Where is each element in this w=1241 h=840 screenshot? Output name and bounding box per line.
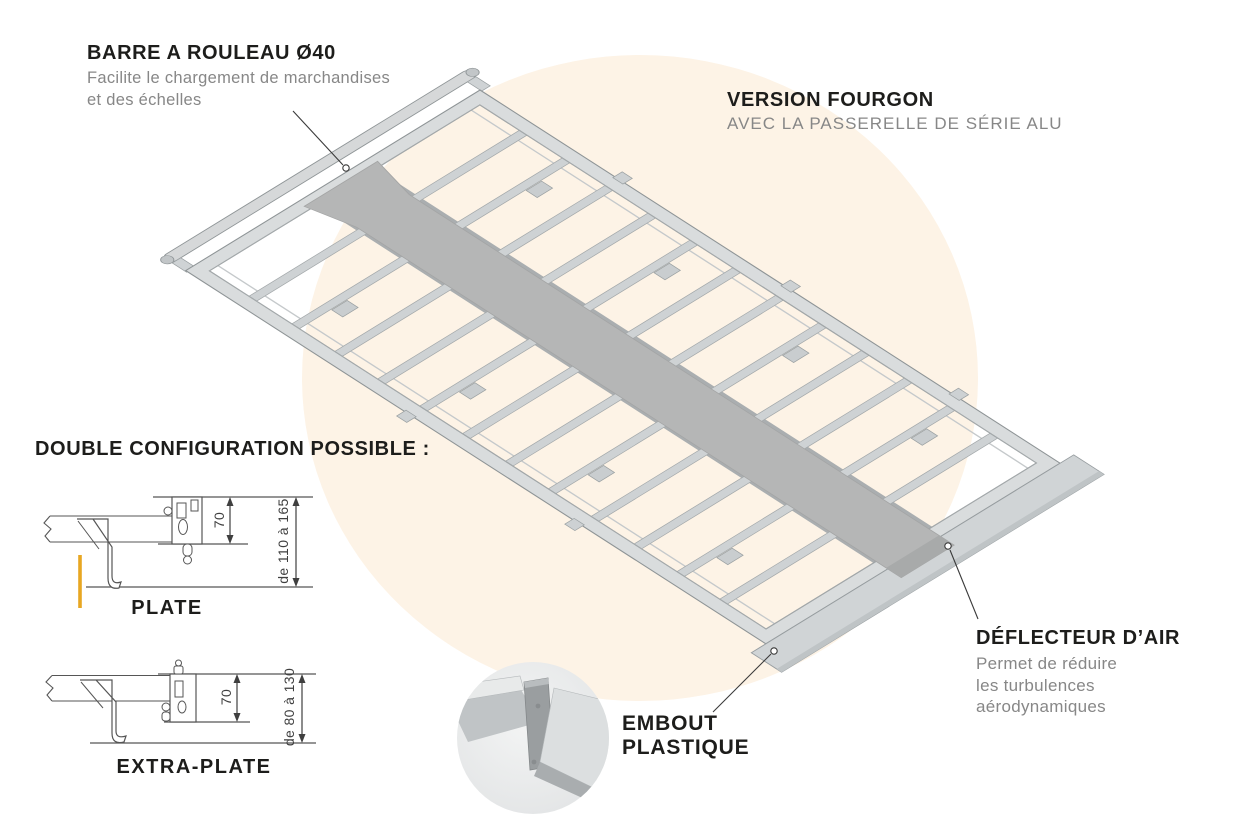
double-configuration-heading: DOUBLE CONFIGURATION POSSIBLE : xyxy=(35,438,430,460)
version-annotation: VERSION FOURGON AVEC LA PASSERELLE DE SÉ… xyxy=(727,89,1063,134)
deflecteur-desc-line3: aérodynamiques xyxy=(976,697,1106,716)
deflecteur-annotation: DÉFLECTEUR D’AIR Permet de réduire les t… xyxy=(976,627,1180,718)
rail-lip xyxy=(470,109,1029,469)
plate-dim-range-label: de 110 à 165 xyxy=(275,498,291,584)
extra-plate-dimensions xyxy=(233,674,306,743)
roller-bar-title: BARRE A ROULEAU Ø40 xyxy=(87,42,336,64)
walkway-end-plate xyxy=(886,535,955,578)
inset-detail-circle xyxy=(457,662,609,814)
leader-line-embout xyxy=(712,653,772,713)
embout-annotation: EMBOUT PLASTIQUE xyxy=(622,712,749,760)
marker-circle-roller xyxy=(342,164,350,172)
marker-circle-deflector xyxy=(944,542,952,550)
version-subtitle: AVEC LA PASSERELLE DE SÉRIE ALU xyxy=(727,114,1063,133)
rail-lip xyxy=(217,265,776,625)
leader-lines xyxy=(292,110,979,713)
stringer xyxy=(316,202,878,563)
deflecteur-desc-line2: les turbulences xyxy=(976,675,1095,695)
extra-plate-dim-height-label: 70 xyxy=(218,688,234,706)
leader-line-deflector xyxy=(949,549,979,620)
rail-tabs xyxy=(395,171,970,532)
roller-mount xyxy=(466,76,491,92)
roller-end-cap xyxy=(465,67,480,77)
inset-screw xyxy=(531,759,537,765)
roller-bar-annotation: BARRE A ROULEAU Ø40 Facilite le chargeme… xyxy=(87,42,390,111)
embout-line2: PLASTIQUE xyxy=(622,736,750,759)
roller-end-cap xyxy=(160,255,175,265)
deflecteur-title: DÉFLECTEUR D’AIR xyxy=(976,627,1181,649)
roof-rack-illustration xyxy=(160,67,1105,673)
inset-left-bar-side xyxy=(457,688,540,742)
deflecteur-desc-line1: Permet de réduire xyxy=(976,654,1118,673)
version-title: VERSION FOURGON xyxy=(727,89,934,111)
roller-bar-desc-line1: Facilite le chargement de marchandises xyxy=(87,69,391,87)
plate-diagram xyxy=(43,496,313,608)
fixation-brackets xyxy=(331,180,939,566)
deflector-edge xyxy=(776,471,1104,673)
stringer xyxy=(371,168,933,530)
plate-label: PLATE xyxy=(131,597,203,619)
roller-bar-desc-line2: et des échelles xyxy=(87,90,202,109)
plate-dim-height-label: 70 xyxy=(211,511,227,529)
extra-plate-dim-range-label: de 80 à 130 xyxy=(281,667,297,747)
embout-line1: EMBOUT xyxy=(622,712,718,735)
leader-line-roller xyxy=(292,110,344,166)
extra-plate-diagram xyxy=(45,659,316,744)
inset-cap-highlight xyxy=(524,678,549,688)
plate-dimensions xyxy=(226,497,300,587)
marker-circle-embout xyxy=(770,647,778,655)
inset-screw xyxy=(535,703,541,709)
extra-plate-label: EXTRA-PLATE xyxy=(116,756,272,778)
